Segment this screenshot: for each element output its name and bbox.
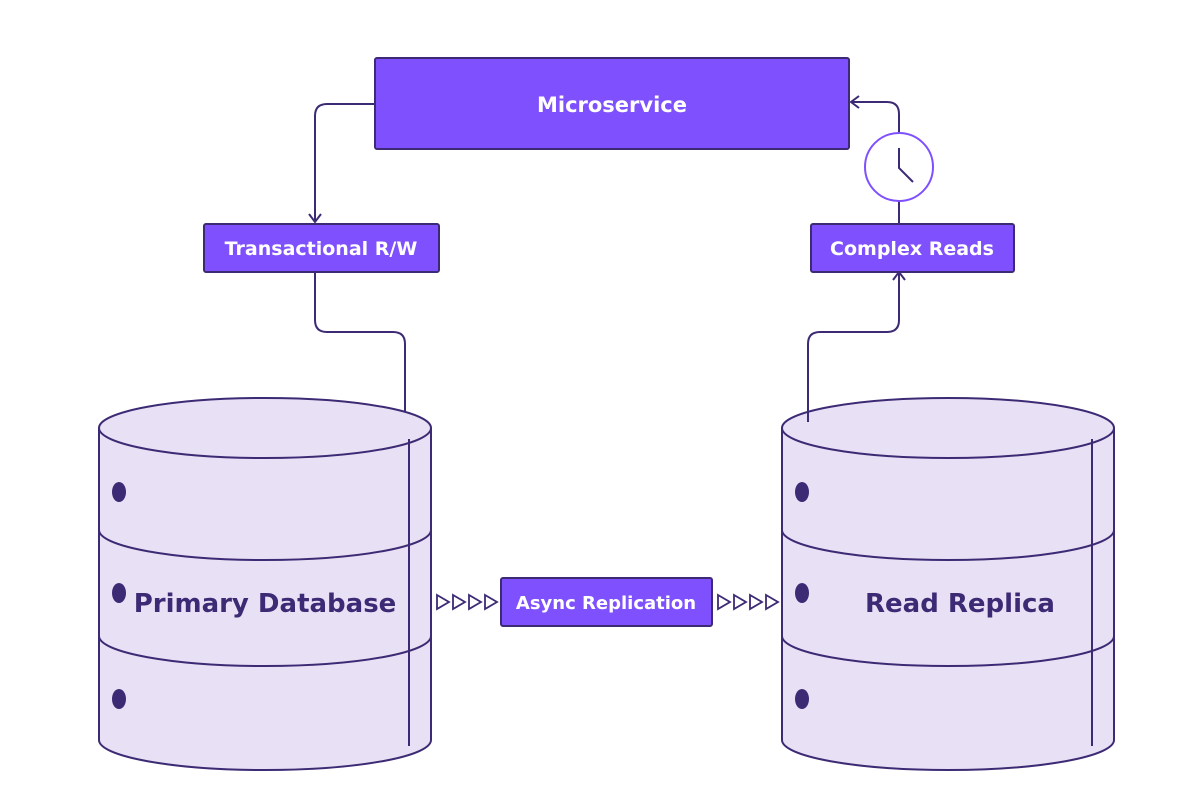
connector-microservice-to-transactional bbox=[314, 103, 375, 222]
read-replica-label: Read Replica bbox=[865, 589, 1055, 619]
arrowhead-transactional bbox=[308, 213, 322, 224]
primary-db-indicator-dot bbox=[112, 689, 126, 709]
primary-database-label: Primary Database bbox=[134, 589, 397, 619]
complex-reads-box[interactable]: Complex Reads bbox=[810, 223, 1015, 273]
replication-arrows-left bbox=[436, 593, 499, 611]
connector-replica-to-complex-reads bbox=[807, 274, 900, 422]
replica-db-indicator-dot bbox=[795, 689, 809, 709]
async-replication-label: Async Replication bbox=[516, 593, 696, 614]
replica-db-indicator-dot bbox=[795, 482, 809, 502]
primary-db-indicator-dot bbox=[112, 482, 126, 502]
complex-reads-label: Complex Reads bbox=[830, 238, 994, 260]
primary-database-cylinder[interactable]: Primary Database bbox=[98, 397, 432, 771]
replica-db-indicator-dot bbox=[795, 583, 809, 603]
primary-db-indicator-dot bbox=[112, 583, 126, 603]
clock-icon bbox=[864, 132, 934, 202]
async-replication-box[interactable]: Async Replication bbox=[500, 577, 713, 627]
replication-arrows-right bbox=[717, 593, 780, 611]
read-replica-cylinder[interactable]: Read Replica bbox=[781, 397, 1115, 771]
transactional-rw-box[interactable]: Transactional R/W bbox=[203, 223, 440, 273]
microservice-label: Microservice bbox=[537, 93, 687, 117]
microservice-box[interactable]: Microservice bbox=[374, 57, 850, 150]
connector-clock-to-microservice bbox=[851, 101, 900, 133]
arrowhead-microservice bbox=[849, 95, 860, 109]
connector-transactional-to-primary bbox=[314, 272, 406, 422]
transactional-rw-label: Transactional R/W bbox=[225, 238, 418, 260]
